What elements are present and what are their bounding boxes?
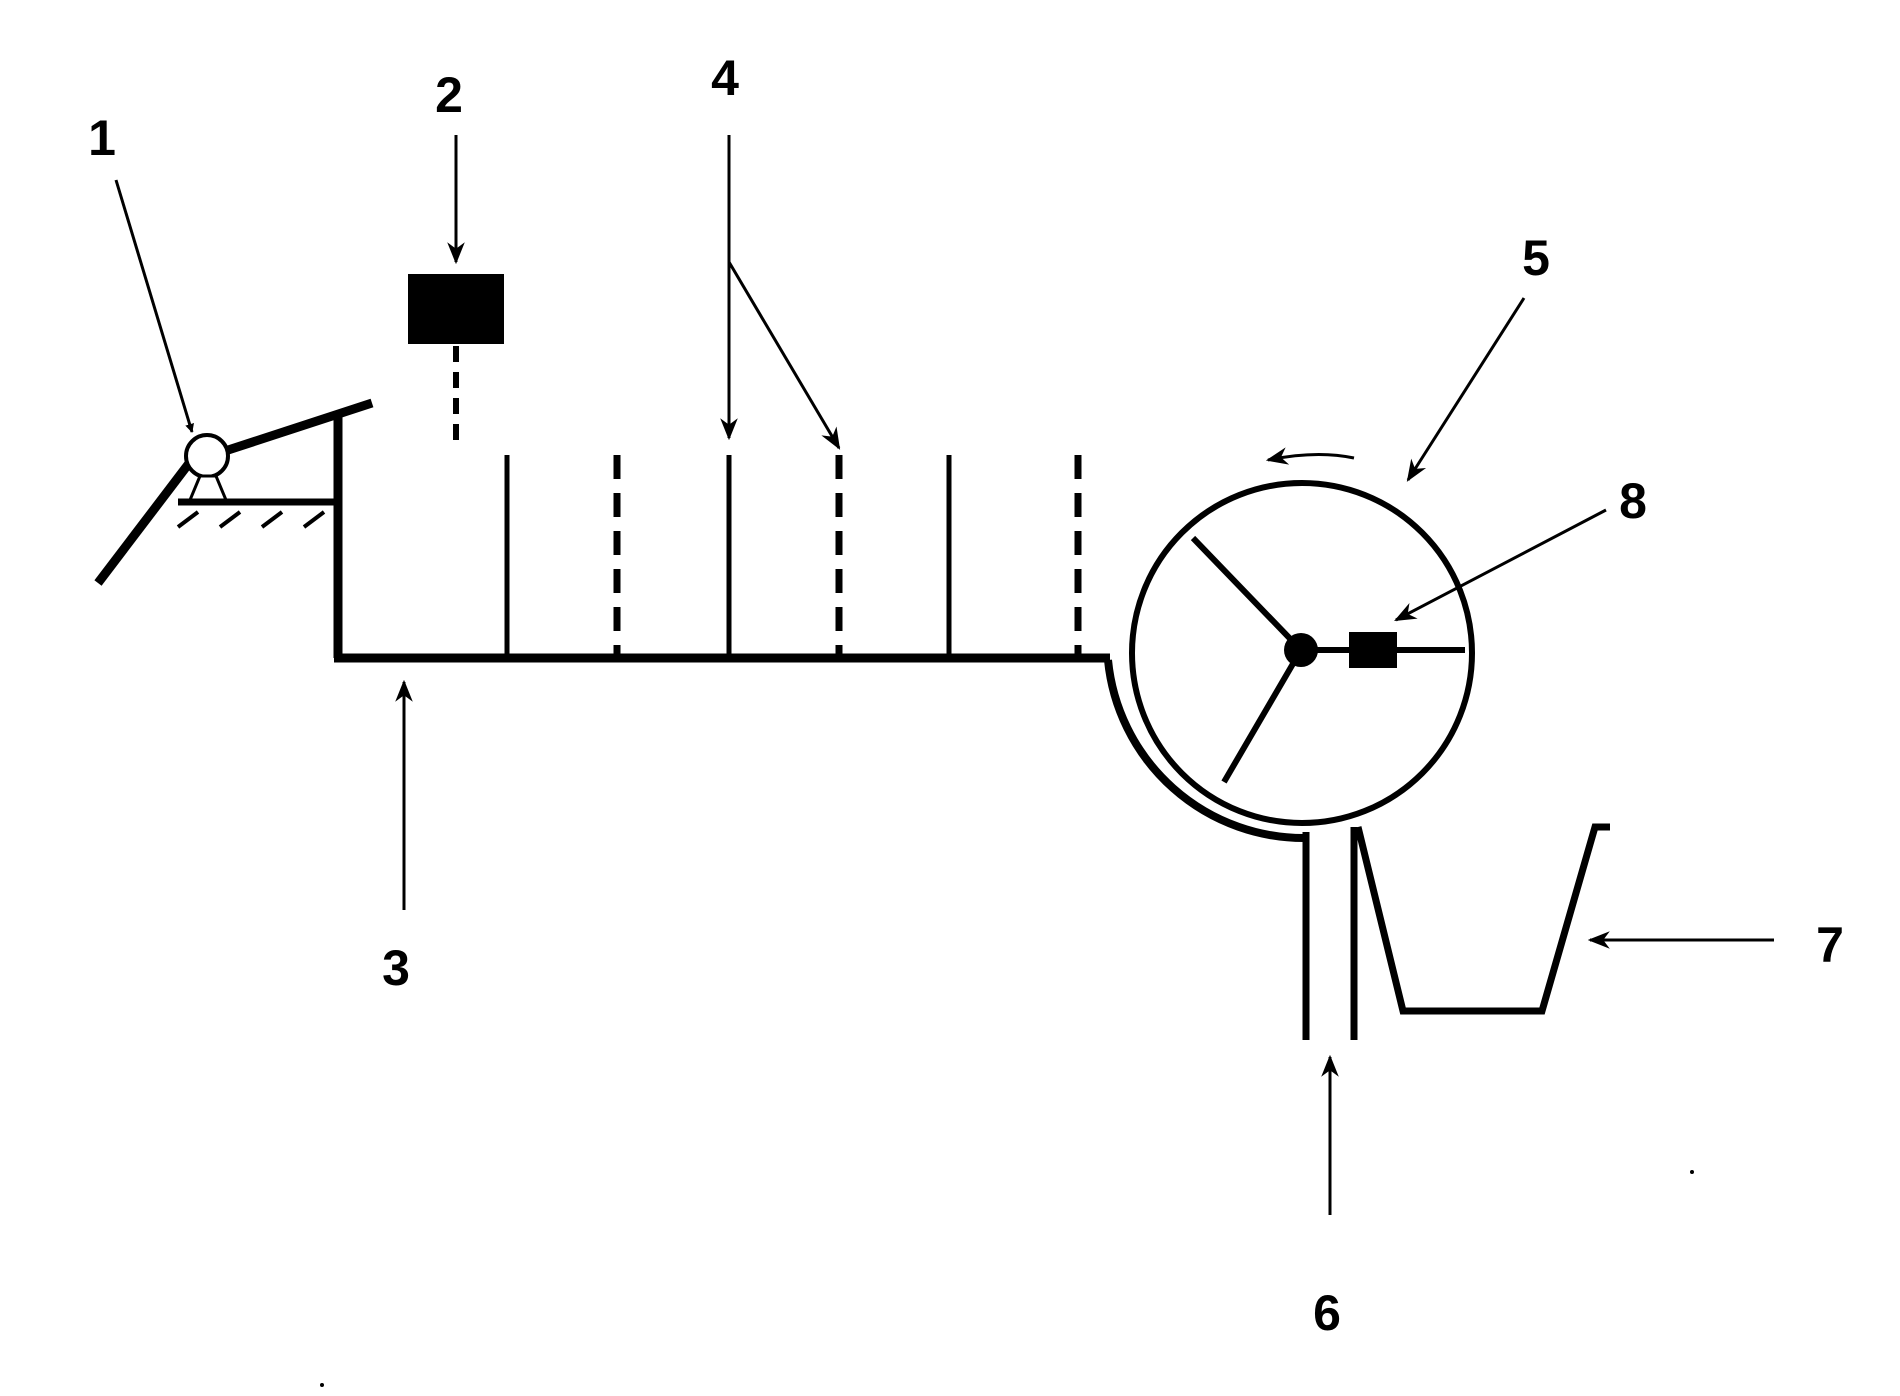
outlet-pipe bbox=[1302, 827, 1358, 1040]
callout-8: 8 bbox=[1619, 473, 1647, 529]
callout-6: 6 bbox=[1313, 1285, 1341, 1341]
hinge-joint bbox=[184, 433, 230, 479]
callout-labels: 1 2 3 4 5 6 7 8 bbox=[88, 50, 1844, 1341]
leader-arrow-8 bbox=[1394, 508, 1607, 622]
channel bbox=[333, 415, 1110, 663]
leader-arrow-5 bbox=[1406, 297, 1526, 482]
drum-blade bbox=[1190, 535, 1304, 653]
scan-speck bbox=[320, 1383, 324, 1387]
hinge-mount bbox=[187, 474, 229, 502]
drum-hub bbox=[1284, 633, 1318, 667]
callout-5: 5 bbox=[1522, 230, 1550, 286]
callout-2: 2 bbox=[435, 67, 463, 123]
leader-arrow-1 bbox=[114, 179, 194, 433]
collection-tray bbox=[1354, 823, 1610, 1015]
callout-7: 7 bbox=[1816, 917, 1844, 973]
callout-1: 1 bbox=[88, 110, 116, 166]
callout-3: 3 bbox=[382, 940, 410, 996]
baffles bbox=[504, 455, 1082, 658]
callout-4: 4 bbox=[711, 50, 739, 106]
dosing-unit-body bbox=[408, 274, 504, 344]
drum-shell bbox=[1129, 480, 1475, 826]
scan-speck bbox=[1690, 1170, 1694, 1174]
drum-housing bbox=[1104, 659, 1309, 843]
flap-plate bbox=[94, 459, 194, 586]
rotating-drum bbox=[1104, 447, 1475, 843]
inlet-flap-assembly bbox=[94, 398, 374, 586]
leader-arrows bbox=[114, 135, 1774, 1215]
ground-hatch bbox=[176, 510, 326, 529]
dosing-unit bbox=[408, 274, 504, 440]
rotation-direction-arrow bbox=[1265, 447, 1355, 465]
inlet-cover-plate bbox=[220, 398, 374, 457]
leader-arrow-4-dashed bbox=[727, 261, 841, 450]
sensor-block bbox=[1349, 632, 1397, 668]
drum-blade bbox=[1221, 648, 1304, 784]
